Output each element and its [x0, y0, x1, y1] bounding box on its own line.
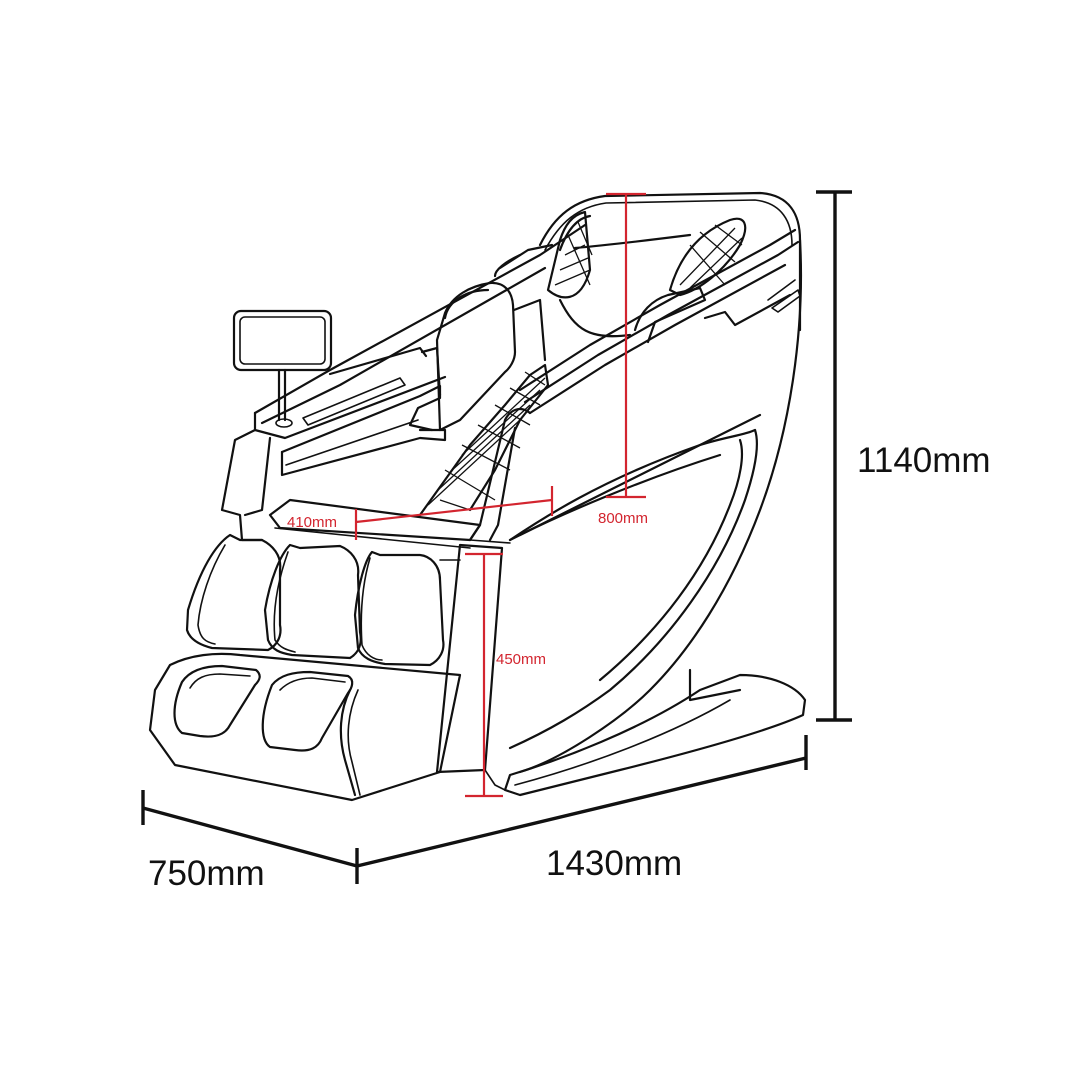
backrest-height-label: 800mm: [598, 510, 649, 527]
side-shell: [508, 238, 803, 774]
height-dimension-label: 1140mm: [857, 441, 991, 480]
seat-height-dimension-line: [465, 552, 503, 798]
tablet-controller: [232, 309, 333, 428]
right-rails: [468, 228, 800, 542]
height-dimension-line: [816, 190, 852, 722]
lumbar-quilting: [418, 363, 550, 517]
headrest: [538, 191, 802, 344]
floor-base: [484, 668, 807, 797]
width-dimension-label: 750mm: [148, 854, 265, 893]
backrest: [435, 243, 554, 432]
backrest-height-dimension-line: [606, 192, 646, 499]
width-dimension-line: [141, 790, 358, 868]
length-dimension-label: 1430mm: [546, 844, 683, 883]
calf-massager: [185, 533, 461, 667]
seat-width-dimension-line: [354, 486, 554, 540]
seat-height-label: 450mm: [496, 651, 547, 668]
seat-width-label: 410mm: [287, 514, 338, 531]
foot-massager: [148, 652, 462, 802]
length-dimension-line: [355, 735, 808, 884]
chair-outline: [148, 191, 807, 802]
seat-edge: [268, 498, 482, 549]
